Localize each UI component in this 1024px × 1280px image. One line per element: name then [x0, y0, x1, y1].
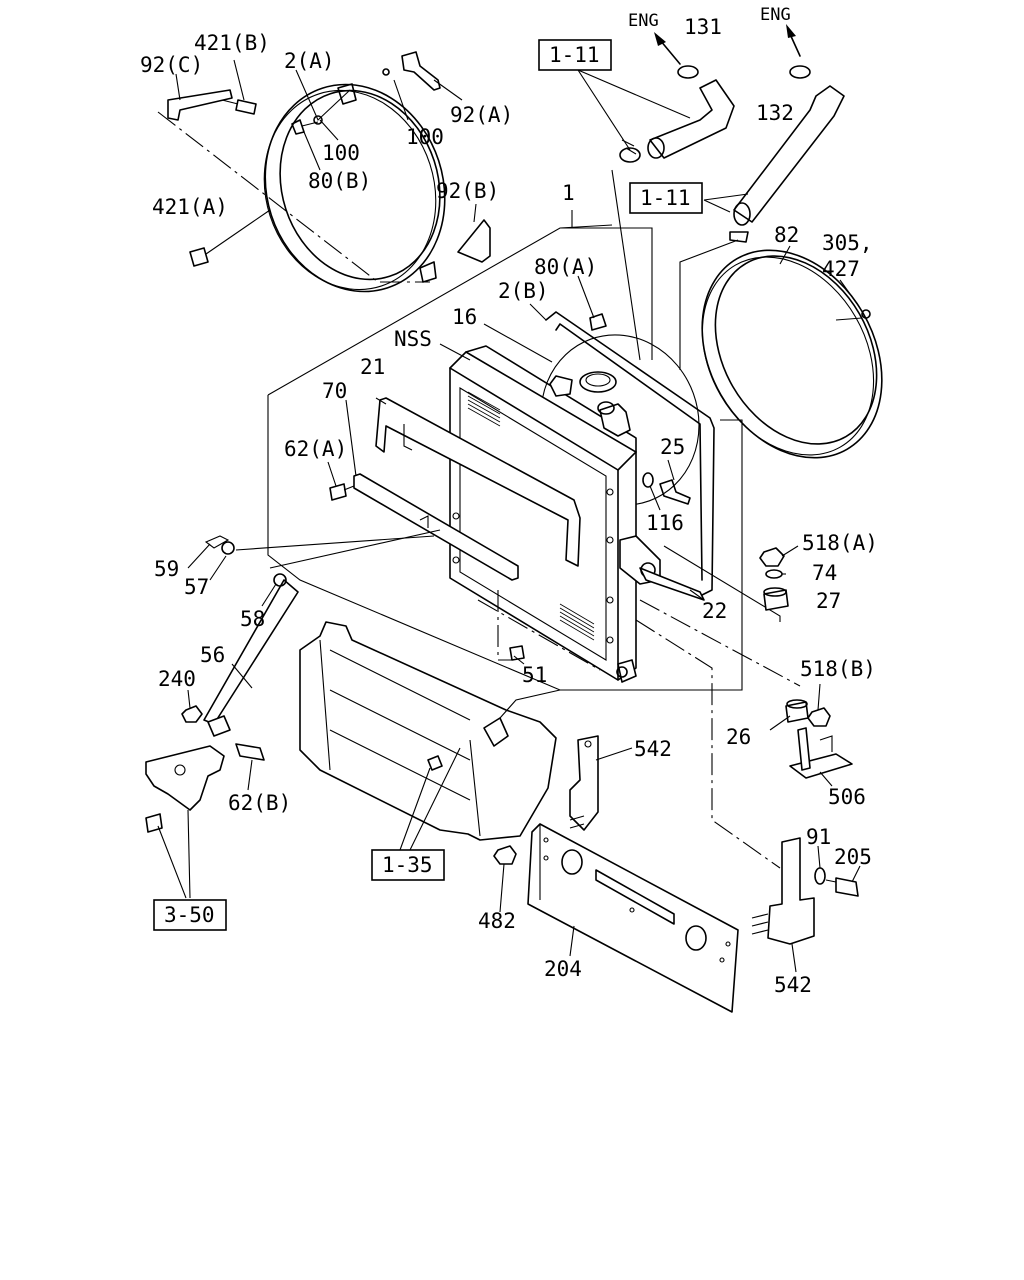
label-2b: 2(B): [498, 279, 549, 303]
seal-70: [353, 473, 519, 581]
eng-arrow-left: [654, 32, 681, 65]
hose-132: [729, 65, 845, 243]
nut-518b: [807, 707, 831, 727]
bolt-62b: [235, 743, 265, 761]
label-482: 482: [478, 909, 516, 933]
label-62a: 62(A): [284, 437, 347, 461]
label-518b: 518(B): [800, 657, 876, 681]
label-59: 59: [154, 557, 179, 581]
intercooler: [299, 621, 561, 851]
radiator-fins-bottom: [559, 603, 595, 641]
eng-arrow-right: [786, 24, 801, 57]
label-51: 51: [522, 663, 547, 687]
label-80b: 80(B): [308, 169, 371, 193]
label-204: 204: [544, 957, 582, 981]
label-91: 91: [806, 825, 831, 849]
hose-131: [619, 65, 735, 163]
label-421b: 421(B): [194, 31, 270, 55]
bracket-542-upper: [569, 735, 599, 831]
bolt-59: [204, 535, 230, 549]
ref-label-1-35: 1-35: [382, 853, 433, 877]
ref-box-3-50: 3-50: [153, 899, 227, 931]
bolt-25: [642, 472, 691, 505]
bolt-62a: [329, 483, 355, 501]
label-70: 70: [322, 379, 347, 403]
label-62b: 62(B): [228, 791, 291, 815]
ref-label-3-50: 3-50: [164, 903, 215, 927]
label-82: 82: [774, 223, 799, 247]
bracket-542-lower: [751, 837, 815, 945]
label-nss: NSS: [394, 327, 432, 351]
bolt-421a: [189, 209, 271, 267]
ref-box-1-11-a: 1-11: [538, 39, 612, 71]
ref-label-1-11-b: 1-11: [640, 186, 691, 210]
washer-74: [765, 569, 783, 579]
ref-box-1-11-b: 1-11: [629, 182, 703, 214]
bolt-205: [825, 877, 859, 897]
bracket-92b: [457, 219, 491, 263]
fan-shroud-2a: [157, 83, 446, 293]
label-100-left: 100: [322, 141, 360, 165]
label-542-lower: 542: [774, 973, 812, 997]
label-21: 21: [360, 355, 385, 379]
label-80a: 80(A): [534, 255, 597, 279]
label-131: 131: [684, 15, 722, 39]
label-421a: 421(A): [152, 195, 228, 219]
label-57: 57: [184, 575, 209, 599]
ref-label-1-11-a: 1-11: [549, 43, 600, 67]
radiator-core: [449, 345, 637, 683]
label-427: 427: [822, 257, 860, 281]
label-92a: 92(A): [450, 103, 513, 127]
callouts: ENG 131 ENG 132 421(B) 92(C) 2(A) 92(A) …: [140, 5, 878, 997]
label-542-upper: 542: [634, 737, 672, 761]
label-518a: 518(A): [802, 531, 878, 555]
label-92c: 92(C): [140, 53, 203, 77]
bracket-22: [619, 535, 781, 622]
label-205: 205: [834, 845, 872, 869]
leader-lines: [175, 59, 861, 973]
label-116: 116: [646, 511, 684, 535]
label-305: 305,: [822, 231, 873, 255]
label-eng-left: ENG: [628, 11, 659, 31]
bracket-3-50: [145, 745, 225, 899]
bushing: [207, 715, 231, 737]
label-74: 74: [812, 561, 837, 585]
label-22: 22: [702, 599, 727, 623]
bolt-51: [497, 590, 525, 661]
fan-shroud-82: [701, 249, 883, 459]
label-92b: 92(B): [436, 179, 499, 203]
nut-518a: [759, 547, 785, 567]
cushion-26: [785, 699, 809, 723]
radiator-fins-top: [467, 391, 501, 427]
label-56: 56: [200, 643, 225, 667]
label-26: 26: [726, 725, 751, 749]
washer-91: [814, 867, 826, 885]
baffle-21: [375, 397, 581, 567]
label-16: 16: [452, 305, 477, 329]
plate-204: [527, 823, 739, 1013]
bracket-92c: [167, 89, 233, 121]
ref-box-1-35: 1-35: [371, 849, 445, 881]
bolt-421b: [221, 99, 257, 115]
nut-240: [181, 705, 203, 723]
bolt-80a: [589, 313, 607, 331]
label-240: 240: [158, 667, 196, 691]
label-132: 132: [756, 101, 794, 125]
label-1: 1: [562, 181, 575, 205]
nut-482: [493, 845, 517, 865]
label-2a: 2(A): [284, 49, 335, 73]
cushion-27: [763, 587, 789, 611]
bracket-506: [789, 727, 853, 779]
bracket-92a: [382, 51, 441, 91]
label-58: 58: [240, 607, 265, 631]
label-27: 27: [816, 589, 841, 613]
label-25: 25: [660, 435, 685, 459]
label-506: 506: [828, 785, 866, 809]
label-100-right: 100: [406, 125, 444, 149]
label-eng-right: ENG: [760, 5, 791, 25]
